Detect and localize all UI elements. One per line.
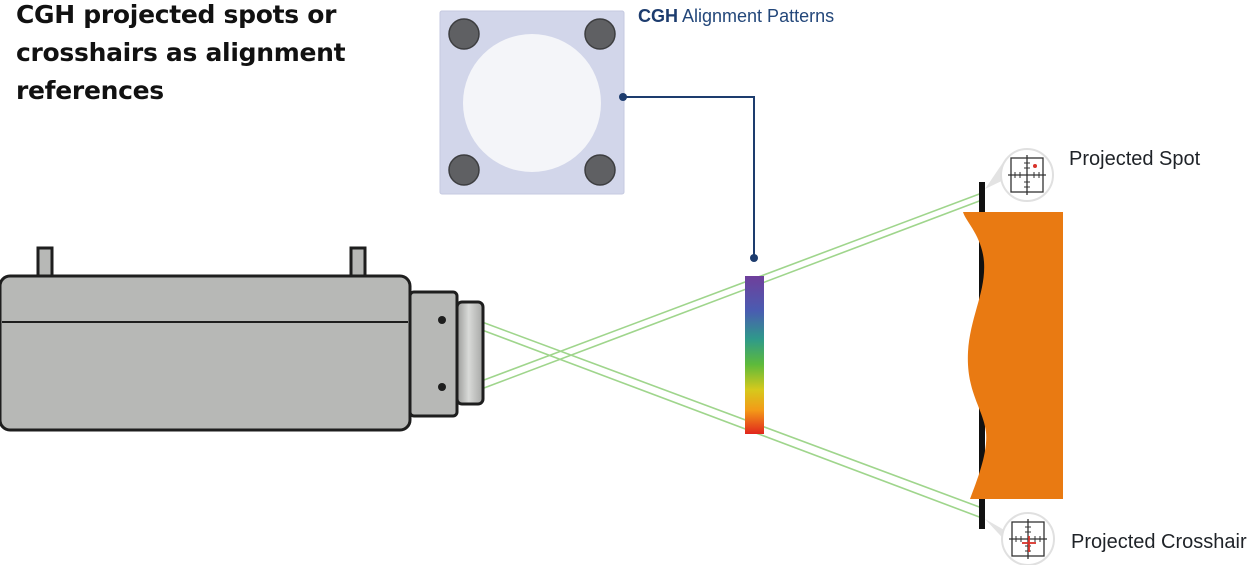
projected-crosshair-mark xyxy=(1022,536,1036,552)
cgh-alignment-pattern xyxy=(439,10,625,195)
cgh-element xyxy=(745,276,764,434)
camera xyxy=(0,246,485,432)
heading-line-2: crosshairs as alignment xyxy=(16,38,346,67)
target-surface xyxy=(963,212,1063,499)
cross-reticle-ticks xyxy=(1015,526,1041,552)
beam-lower-a xyxy=(483,192,983,381)
beam-lines xyxy=(481,192,983,519)
camera-body xyxy=(0,274,412,432)
leader-line xyxy=(623,96,755,258)
camera-lens xyxy=(455,300,485,406)
heading-line-1: CGH projected spots or xyxy=(16,0,337,29)
pattern-center-disc xyxy=(463,34,601,172)
pattern-dot-top-left xyxy=(448,18,480,50)
spot-callout-icon xyxy=(1000,148,1054,202)
projected-spot-label: Projected Spot xyxy=(1069,148,1201,170)
beam-upper-a xyxy=(481,321,983,509)
leader-dot-start xyxy=(619,93,627,101)
cgh-pattern-label-rest: Alignment Patterns xyxy=(682,6,835,26)
pattern-leader xyxy=(619,93,758,262)
mount-screw-bottom xyxy=(438,383,446,391)
beam-upper-b xyxy=(481,329,983,519)
spot-reticle-ticks xyxy=(1014,162,1040,188)
cgh-pattern-label-bold: CGH xyxy=(638,6,678,26)
pattern-dot-bottom-left xyxy=(448,154,480,186)
crosshair-callout-icon xyxy=(1001,512,1055,565)
heading-line-3: references xyxy=(16,76,164,105)
pattern-dot-top-right xyxy=(584,18,616,50)
camera-tab-right xyxy=(349,246,367,280)
diagram-heading: CGH projected spots or crosshairs as ali… xyxy=(16,0,346,110)
camera-mount xyxy=(408,290,459,418)
camera-tab-left xyxy=(36,246,54,280)
pattern-dot-bottom-right xyxy=(584,154,616,186)
mount-screw-top xyxy=(438,316,446,324)
cgh-pattern-label: CGH Alignment Patterns xyxy=(638,6,834,27)
beam-lower-b xyxy=(483,199,983,389)
projected-spot-mark xyxy=(1033,164,1037,168)
leader-dot-end xyxy=(750,254,758,262)
projected-crosshair-label: Projected Crosshair xyxy=(1071,531,1247,553)
